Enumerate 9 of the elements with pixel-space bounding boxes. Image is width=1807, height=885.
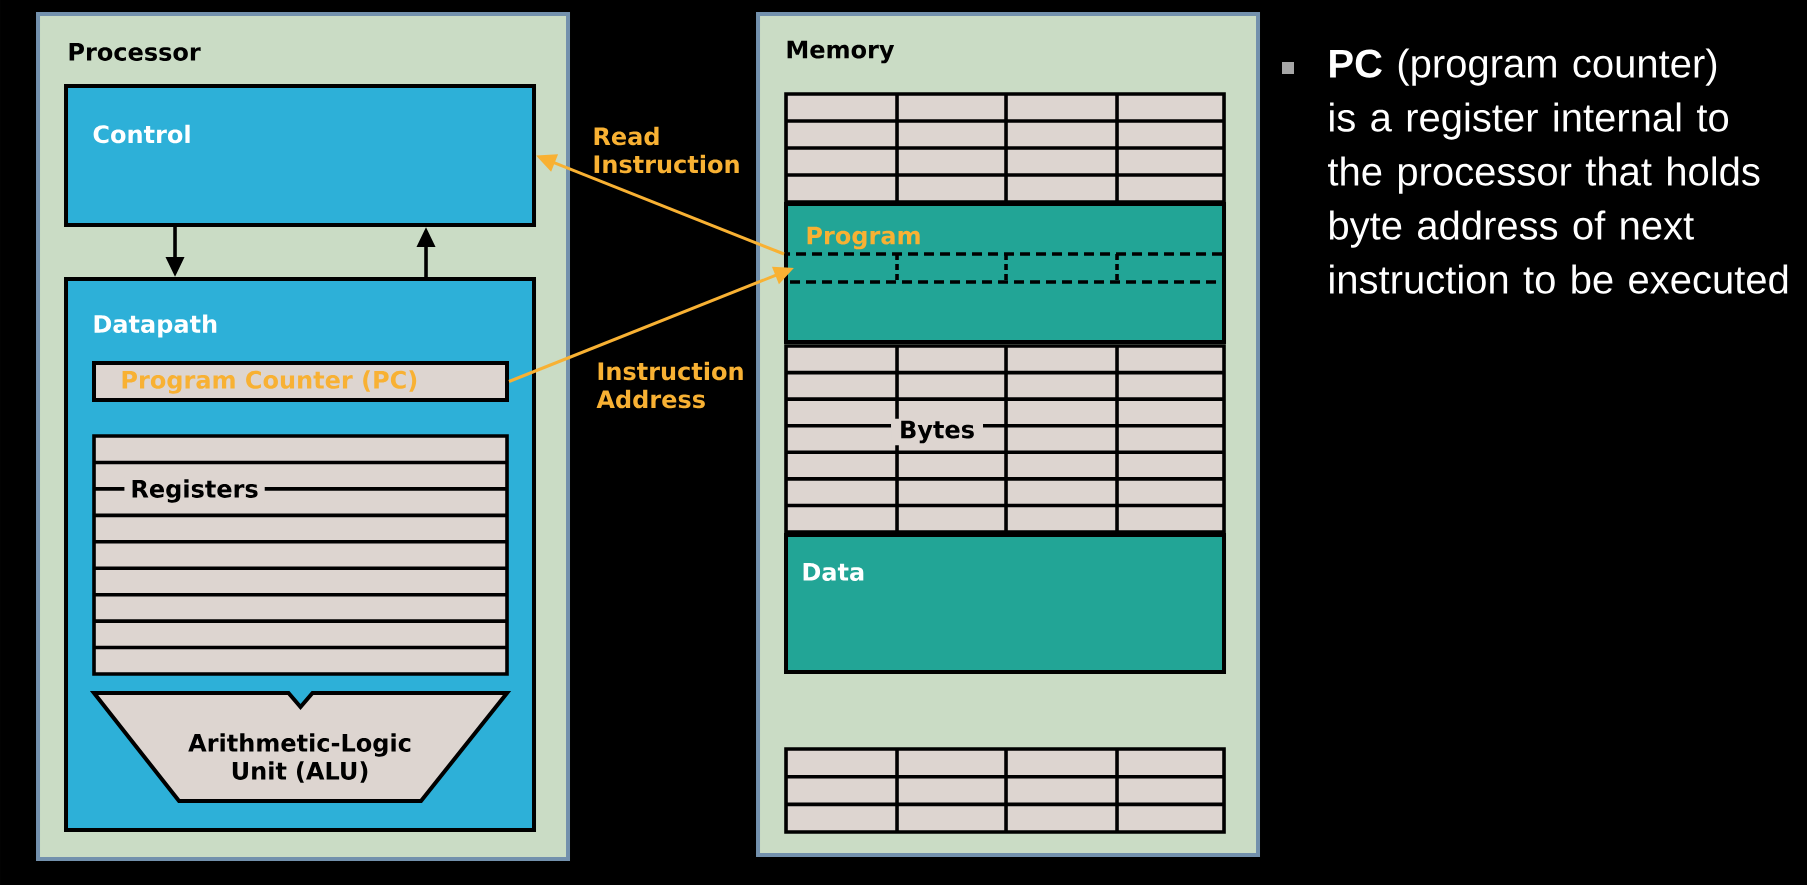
control-box: Control (64, 84, 536, 227)
data-segment: Data (784, 533, 1226, 674)
register-bar: Program Counter (PC) (92, 361, 509, 402)
register-file: Registers (92, 434, 509, 676)
edge-label: Instruction Address (596, 361, 743, 409)
edge-label: Read Instruction (594, 126, 739, 174)
memory-grid: Bytes (784, 344, 1226, 534)
program-segment: Program (784, 202, 1226, 344)
bullet-text: PC (program counter) is a register internal to the processor that holds byte address of next instruction to be executed (1328, 48, 1788, 294)
